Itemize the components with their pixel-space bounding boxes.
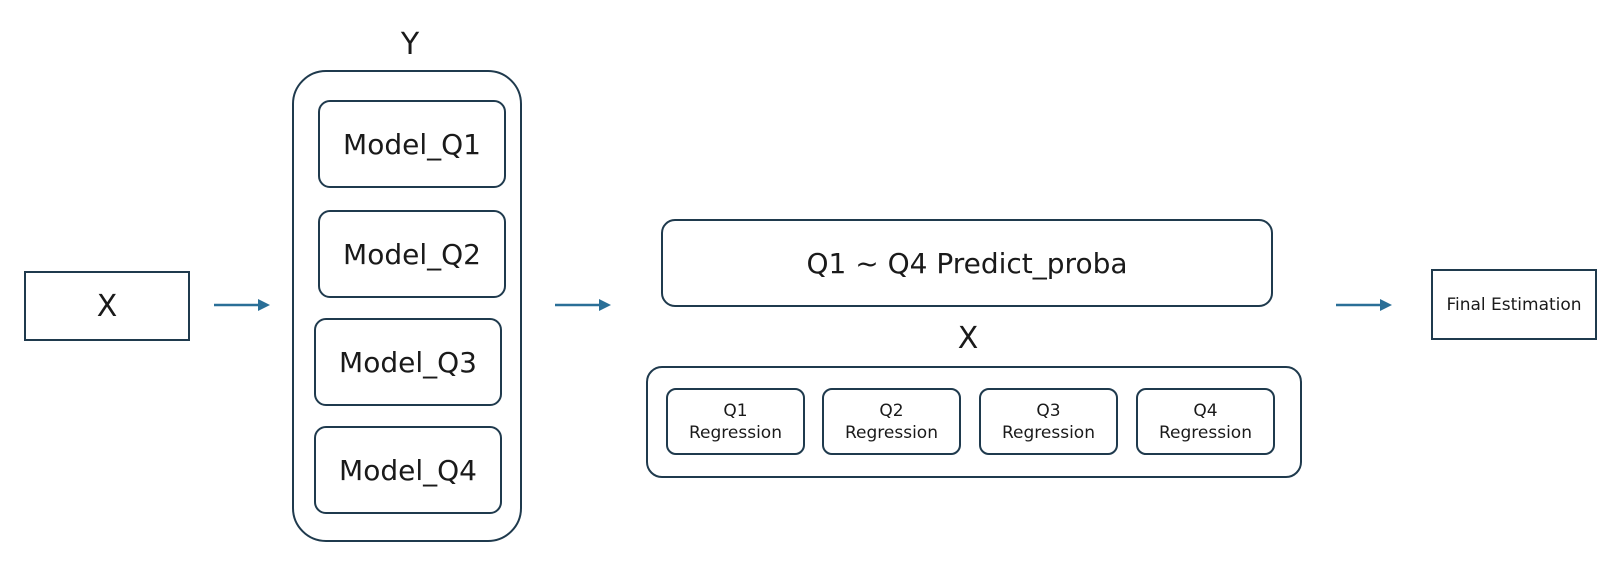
arrow-right-icon <box>214 295 270 315</box>
model-q1-box: Model_Q1 <box>318 100 506 188</box>
input-x-label: X <box>96 288 118 324</box>
regression-q4-box: Q4 Regression <box>1136 388 1275 455</box>
regression-q2-box: Q2 Regression <box>822 388 961 455</box>
regression-q3-name: Regression <box>1002 422 1095 443</box>
arrow-right-icon <box>555 295 611 315</box>
model-group-label: Y <box>400 26 420 62</box>
model-q2-box: Model_Q2 <box>318 210 506 298</box>
regression-q1-box: Q1 Regression <box>666 388 805 455</box>
final-estimation-box: Final Estimation <box>1431 269 1597 340</box>
regression-q4-quarter: Q4 <box>1193 400 1218 421</box>
model-q3-box: Model_Q3 <box>314 318 502 406</box>
final-estimation-label: Final Estimation <box>1446 294 1582 315</box>
predict-proba-box: Q1 ~ Q4 Predict_proba <box>661 219 1273 307</box>
regression-q2-name: Regression <box>845 422 938 443</box>
regression-q1-name: Regression <box>689 422 782 443</box>
model-q2-label: Model_Q2 <box>343 237 481 271</box>
model-q4-box: Model_Q4 <box>314 426 502 514</box>
model-q3-label: Model_Q3 <box>339 345 477 379</box>
regression-q3-box: Q3 Regression <box>979 388 1118 455</box>
input-x-box: X <box>24 271 190 341</box>
regression-q2-quarter: Q2 <box>879 400 904 421</box>
regression-q3-quarter: Q3 <box>1036 400 1061 421</box>
regression-group-label: X <box>957 320 979 356</box>
arrow-right-icon <box>1336 295 1392 315</box>
predict-proba-label: Q1 ~ Q4 Predict_proba <box>806 246 1128 280</box>
regression-q1-quarter: Q1 <box>723 400 748 421</box>
regression-q4-name: Regression <box>1159 422 1252 443</box>
model-q4-label: Model_Q4 <box>339 453 477 487</box>
model-q1-label: Model_Q1 <box>343 127 481 161</box>
